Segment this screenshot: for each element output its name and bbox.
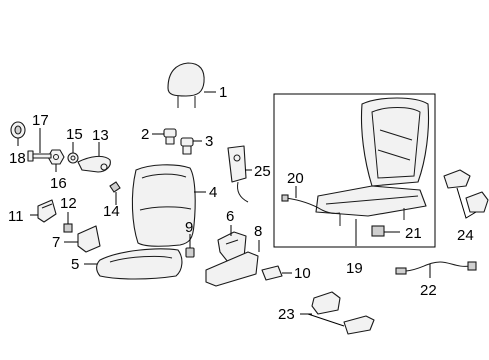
callout-9: 9 xyxy=(185,219,193,236)
seat-frame xyxy=(315,97,430,226)
recline-lever xyxy=(77,155,111,173)
callout-18: 18 xyxy=(9,150,26,167)
seat-back-cover xyxy=(131,164,196,247)
callout-11: 11 xyxy=(8,208,24,225)
frame-assembly-box xyxy=(273,93,436,248)
callout-12: 12 xyxy=(60,195,77,212)
callout-2: 2 xyxy=(141,126,149,143)
pad-23a xyxy=(311,291,341,315)
knob-10 xyxy=(261,265,283,281)
headrest-guide-3 xyxy=(180,137,194,155)
callout-22: 22 xyxy=(420,282,437,299)
leader-24 xyxy=(456,187,477,219)
callout-7: 7 xyxy=(52,234,60,251)
wire-harness xyxy=(395,261,477,275)
leader-23b xyxy=(307,313,345,327)
callout-24: 24 xyxy=(457,227,474,244)
callout-25: 25 xyxy=(254,163,271,180)
cover-24b xyxy=(465,191,489,213)
callout-6: 6 xyxy=(226,208,234,225)
callout-14: 14 xyxy=(103,203,120,220)
callout-20: 20 xyxy=(287,170,304,187)
callout-19: 19 xyxy=(346,260,363,277)
clip-12 xyxy=(63,223,73,233)
cap-9 xyxy=(185,247,195,258)
seat-side-trim xyxy=(205,251,259,287)
bushing xyxy=(10,121,26,139)
washer xyxy=(67,152,79,164)
callout-1: 1 xyxy=(219,84,227,101)
callout-23: 23 xyxy=(278,306,295,323)
callout-4: 4 xyxy=(209,184,217,201)
cover-24a xyxy=(443,169,471,189)
callout-5: 5 xyxy=(71,256,79,273)
headrest-guide-2 xyxy=(163,128,177,145)
callout-21: 21 xyxy=(405,225,422,242)
callout-10: 10 xyxy=(294,265,311,282)
callout-15: 15 xyxy=(66,126,83,143)
connector-21 xyxy=(371,225,385,237)
callout-8: 8 xyxy=(254,223,262,240)
harness-20 xyxy=(281,194,341,214)
callout-17: 17 xyxy=(32,112,49,129)
callout-3: 3 xyxy=(205,133,213,150)
cover-11 xyxy=(37,199,57,223)
headrest xyxy=(167,62,205,108)
side-module xyxy=(227,145,249,203)
pad-23b xyxy=(343,315,375,335)
bolt xyxy=(27,150,52,162)
seat-cushion xyxy=(96,248,183,280)
callout-16: 16 xyxy=(50,175,67,192)
callout-13: 13 xyxy=(92,127,109,144)
lever-pin xyxy=(109,181,121,193)
bracket-7 xyxy=(77,225,101,253)
